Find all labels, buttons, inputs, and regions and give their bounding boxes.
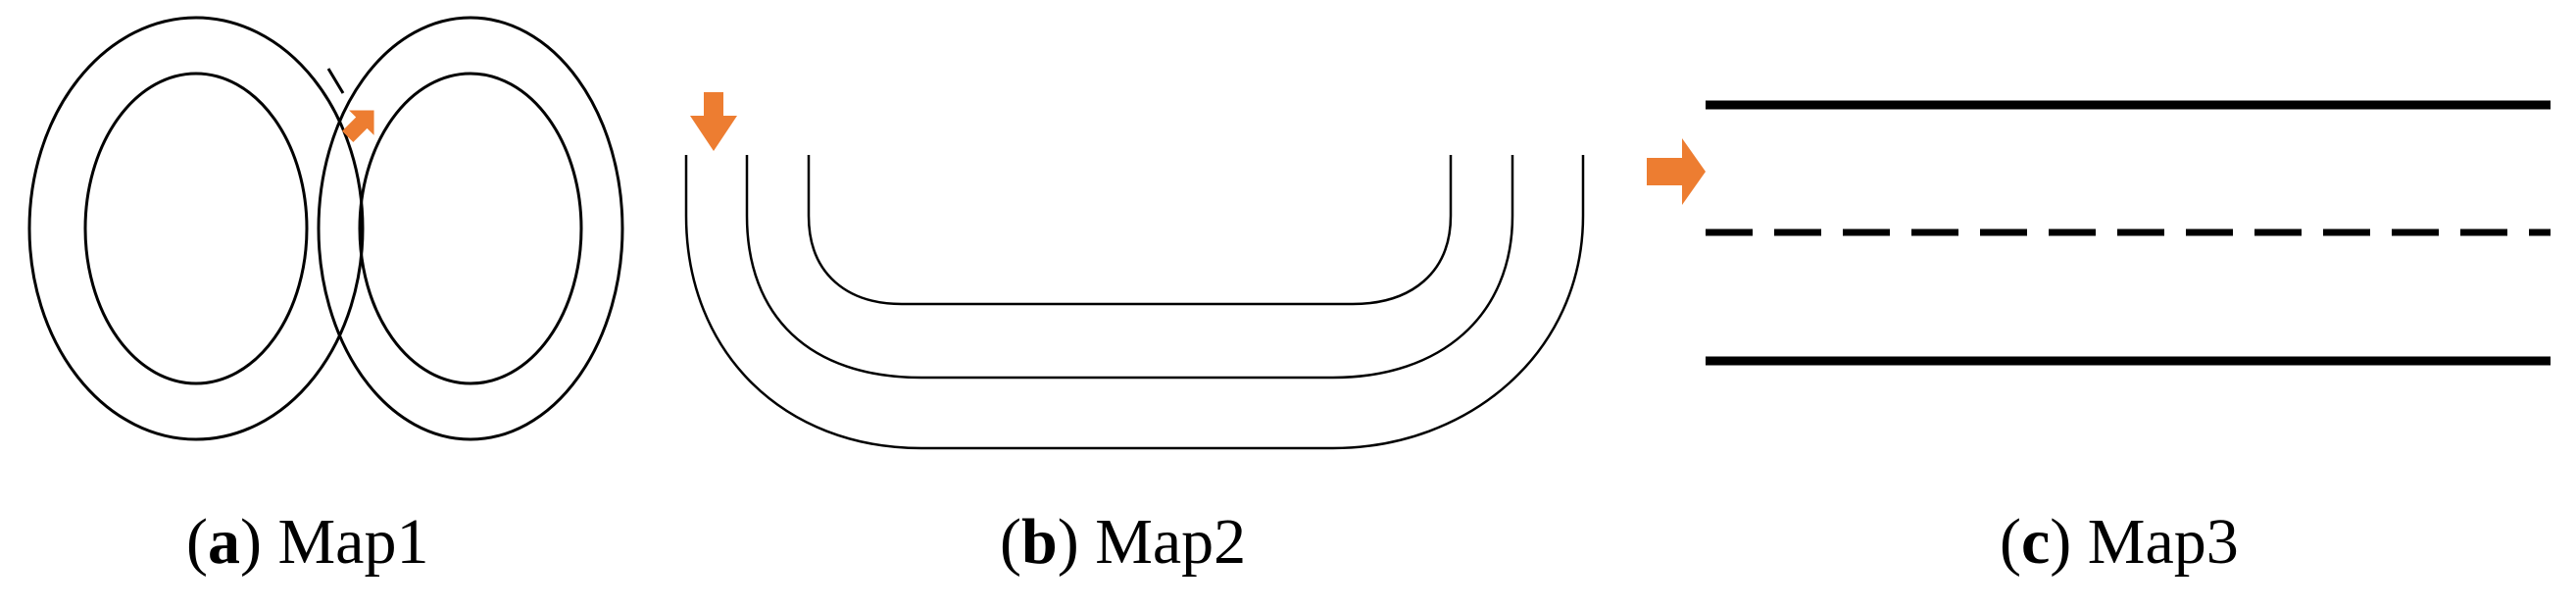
caption-letter: c — [2020, 506, 2051, 578]
map3-track — [1647, 100, 2551, 366]
arrow-down-icon — [690, 92, 737, 151]
caption-label: Map3 — [2087, 506, 2239, 578]
map3-panel — [1608, 0, 2576, 490]
caption-map1: (a) Map1 — [186, 506, 429, 578]
caption-map3: (c) Map3 — [2000, 506, 2239, 578]
arrow-right-icon — [1647, 138, 1706, 205]
caption-map2: (b) Map2 — [1000, 506, 1247, 578]
map1-track — [27, 16, 624, 441]
map2-panel — [667, 0, 1608, 490]
map1-panel — [0, 0, 667, 490]
caption-letter: b — [1020, 506, 1058, 578]
caption-label: Map2 — [1095, 506, 1247, 578]
caption-label: Map1 — [277, 506, 429, 578]
caption-letter: a — [207, 506, 240, 578]
arrow-up-right-icon — [342, 110, 374, 142]
map2-track — [684, 92, 1585, 450]
